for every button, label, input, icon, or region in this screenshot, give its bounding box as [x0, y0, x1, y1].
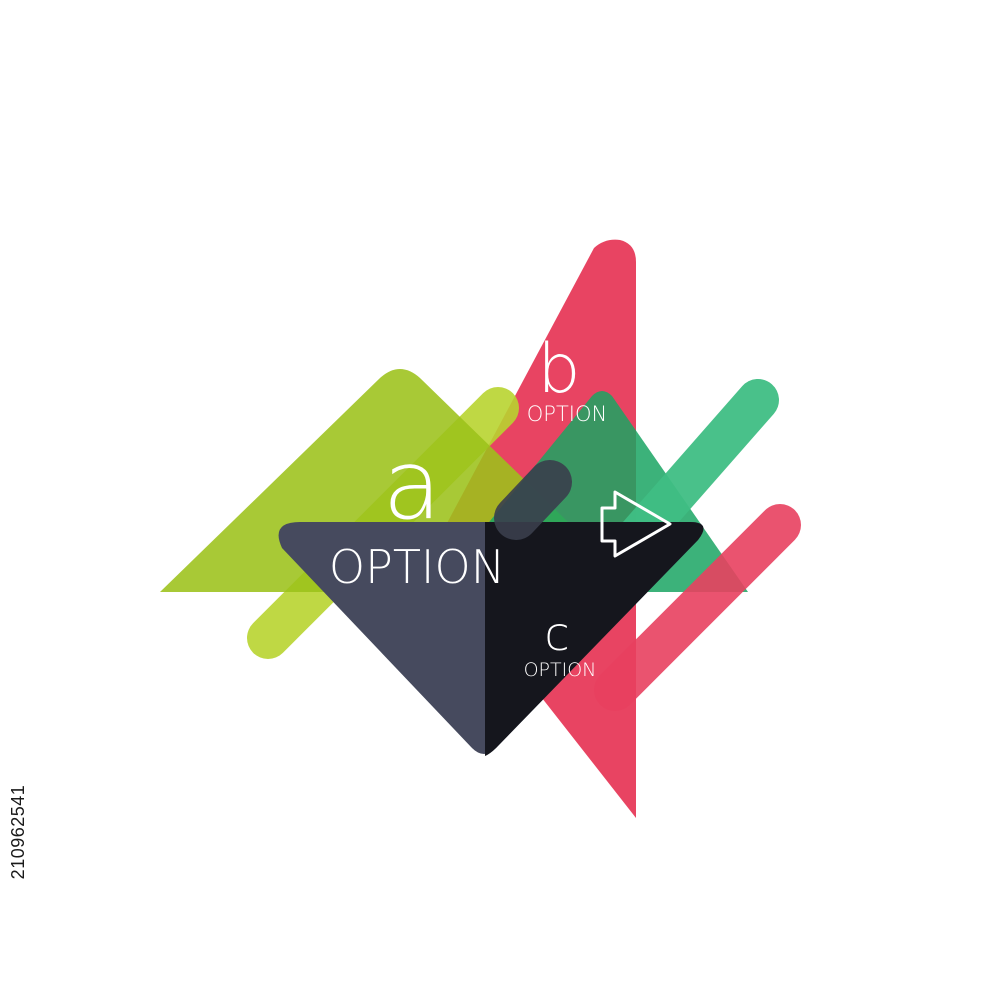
option-b-letter: b [537, 330, 580, 409]
arrow-right-outline-icon [600, 490, 672, 558]
stock-id-text: 210962541 [8, 784, 28, 880]
option-c-label: OPTION [524, 659, 597, 681]
option-a-letter: a [383, 429, 442, 541]
option-b-label: OPTION [527, 402, 607, 426]
navy-triangle-shade [485, 522, 704, 756]
dark-pill-shape [494, 460, 572, 540]
option-c-letter: c [544, 607, 569, 661]
red-pill-shape [594, 504, 801, 711]
stock-id-watermark: 210962541 [6, 762, 30, 902]
option-a-label: OPTION [329, 540, 505, 594]
